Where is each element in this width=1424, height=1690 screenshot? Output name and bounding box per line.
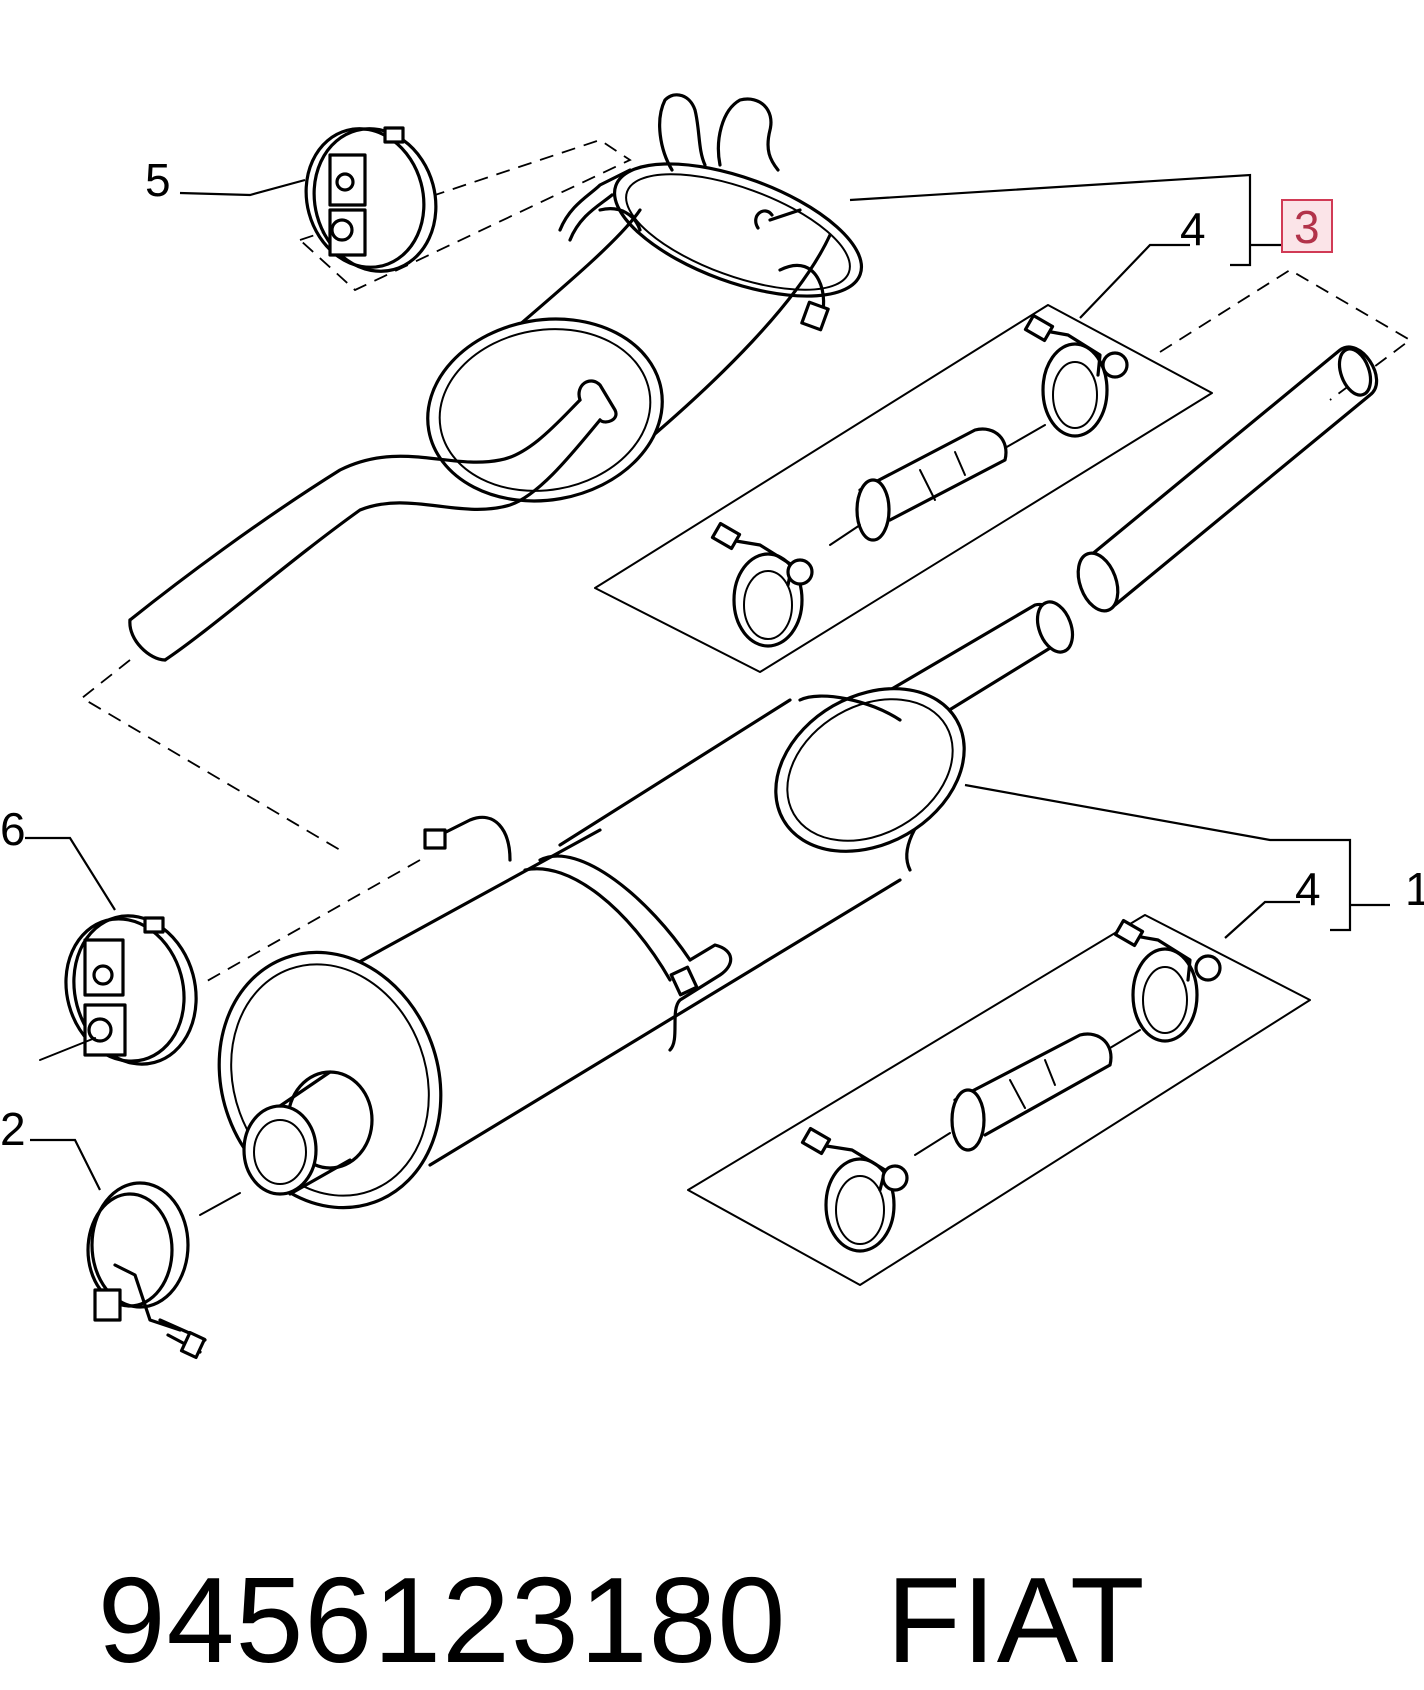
tailpipe-clamp-2 [86, 1181, 241, 1360]
callout-4-top: 4 [1180, 203, 1206, 255]
callout-1-group: 1 [964, 783, 1424, 932]
callout-3-highlight [1281, 199, 1333, 253]
callout-6-group: 6 [0, 803, 116, 911]
callout-3: 3 [1294, 201, 1320, 253]
front-muffler-assembly [199, 687, 966, 1210]
callout-5: 5 [145, 154, 171, 206]
brand-name: FIAT [886, 1552, 1146, 1688]
callout-4-top-group: 4 [1079, 203, 1206, 319]
callout-2-group: 2 [0, 1103, 101, 1191]
callout-5-group: 5 [145, 154, 306, 206]
rear-muffler-assembly [80, 93, 864, 851]
rubber-hanger-5 [298, 126, 632, 292]
part-number: 9456123180 [97, 1552, 787, 1688]
footer-caption: 9456123180 FIAT [28, 1410, 1146, 1688]
callout-4-bottom-group: 4 [1224, 863, 1321, 939]
clamp-kit-top [594, 304, 1213, 673]
callout-1: 1 [1405, 863, 1424, 915]
callout-6: 6 [0, 803, 26, 855]
rubber-hanger-6 [39, 914, 198, 1066]
callout-4-bottom: 4 [1295, 863, 1321, 915]
exhaust-system-diagram: 3 5 4 [0, 93, 1424, 1360]
clamp-kit-bottom [687, 914, 1311, 1286]
callout-2: 2 [0, 1103, 26, 1155]
callout-3-group: 3 [849, 173, 1333, 267]
intermediate-pipe [888, 345, 1379, 727]
